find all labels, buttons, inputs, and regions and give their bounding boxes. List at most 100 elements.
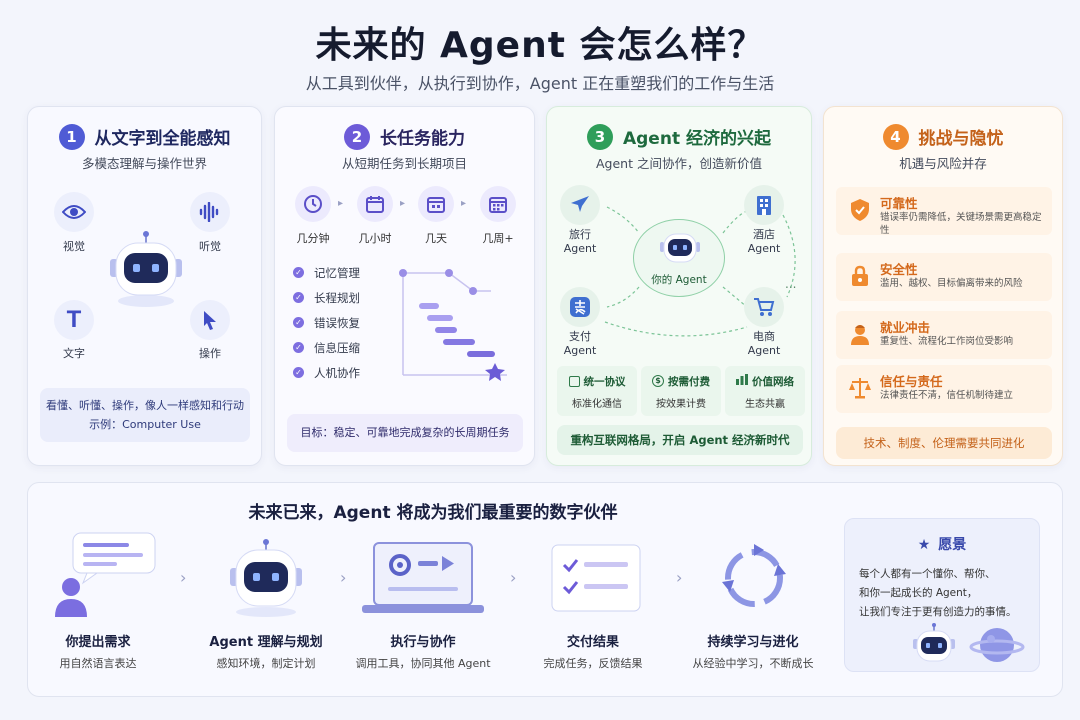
chevron-right-icon: › xyxy=(340,568,347,587)
ability-label: 人机协作 xyxy=(314,366,360,380)
checklist-delivery-icon xyxy=(551,544,641,612)
card-number-badge: 3 xyxy=(586,124,613,150)
laptop-execution-icon xyxy=(362,542,484,613)
risk-desc: 错误率仍需降低，关键场景需更高稳定性 xyxy=(880,212,1042,236)
card-summary: 技术、制度、伦理需要共同进化 xyxy=(836,427,1052,459)
card-summary: 重构互联网格局，开启 Agent 经济新时代 xyxy=(557,425,803,455)
protocol-icon xyxy=(568,375,580,387)
step-label: 几分钟 xyxy=(296,232,330,245)
chevron-right-icon: › xyxy=(510,568,517,587)
card-subtitle: 机遇与风险并存 xyxy=(899,156,987,171)
card-summary: 目标：稳定、可靠地完成复杂的长周期任务 xyxy=(287,414,523,452)
vision-line: 让我们专注于更有创造力的事情。 xyxy=(859,606,1017,618)
arrow-right-icon: ▸ xyxy=(338,198,344,209)
card-subtitle: 多模态理解与操作世界 xyxy=(81,156,207,171)
risk-desc: 重复性、流程化工作岗位受影响 xyxy=(880,336,1014,347)
cycle-learning-icon xyxy=(722,544,786,607)
sense-label: 操作 xyxy=(199,347,221,360)
payment-icon xyxy=(560,287,600,327)
robot-icon xyxy=(105,231,187,313)
node-sub: Agent xyxy=(563,242,597,255)
sense-label: 视觉 xyxy=(63,240,85,253)
risk-title: 就业冲击 xyxy=(880,320,931,335)
ability-label: 记忆管理 xyxy=(314,266,360,280)
card-heading: 4 挑战与隐忧 xyxy=(824,124,1062,152)
lock-icon xyxy=(852,265,868,286)
check-icon: ✓ xyxy=(293,267,304,278)
feature-title: 统一协议 xyxy=(557,374,637,389)
chevron-right-icon: › xyxy=(676,568,683,587)
step-label: 几周+ xyxy=(482,232,514,245)
robot-icon xyxy=(660,233,700,263)
vision-line: 和你一起成长的 Agent， xyxy=(859,587,978,599)
robot-icon xyxy=(913,623,955,662)
flow-step-desc: 从经验中学习，不断成长 xyxy=(692,657,814,670)
ability-item: ✓ 人机协作 xyxy=(293,365,360,381)
card-title: 挑战与隐忧 xyxy=(918,129,1004,149)
card-title: 从文字到全能感知 xyxy=(94,129,231,149)
ability-label: 错误恢复 xyxy=(314,316,360,330)
flow-step-desc: 完成任务，反馈结果 xyxy=(543,657,643,670)
feature-title-text: 统一协议 xyxy=(583,376,626,388)
node-sub: Agent xyxy=(563,344,597,357)
card-subtitle: 从短期任务到长期项目 xyxy=(341,156,467,171)
your-agent-node: 你的 Agent xyxy=(633,219,725,297)
risk-item: 信任与责任 法律责任不清，信任机制待建立 xyxy=(836,365,1052,413)
node-name: 酒店 xyxy=(753,228,775,241)
risk-desc: 滥用、越权、目标偏离带来的风险 xyxy=(880,278,1023,289)
risk-desc: 法律责任不清，信任机制待建立 xyxy=(880,390,1014,401)
building-icon xyxy=(744,185,784,225)
future-partner-section: 未来已来，Agent 将成为我们最重要的数字伙伴 › › › › 你提出需求 用… xyxy=(27,482,1063,697)
arrow-right-icon: ▸ xyxy=(461,198,467,209)
worker-icon xyxy=(851,325,869,345)
card-number-badge: 4 xyxy=(882,124,909,150)
flow-step-label: 交付结果 xyxy=(566,635,619,650)
calendar-icon xyxy=(418,186,454,222)
feature-desc: 标准化通信 xyxy=(572,399,622,410)
vision-title: ★愿景 xyxy=(845,534,1039,554)
feature-desc: 按效果计费 xyxy=(656,399,706,410)
flow-step-label: 持续学习与进化 xyxy=(707,635,799,650)
flow-step-desc: 用自然语言表达 xyxy=(59,657,137,670)
card-number-badge: 2 xyxy=(344,124,370,150)
sense-label: 文字 xyxy=(63,347,85,360)
feature-value-network: 价值网络 生态共赢 xyxy=(725,366,805,416)
ability-item: ✓长程规划 xyxy=(293,290,360,306)
vision-title-text: 愿景 xyxy=(938,537,967,553)
coin-icon: $ xyxy=(652,375,664,387)
risk-title: 信任与责任 xyxy=(880,374,943,389)
feature-title-text: 价值网络 xyxy=(752,376,794,388)
check-icon: ✓ xyxy=(293,367,304,378)
step-label: 几小时 xyxy=(358,232,392,245)
node-name: 电商 xyxy=(753,330,775,343)
node-sub: Agent xyxy=(747,344,781,357)
card-title: Agent 经济的兴起 xyxy=(622,129,771,149)
feature-desc: 生态共赢 xyxy=(745,399,785,410)
chevron-right-icon: › xyxy=(180,568,187,587)
page-subtitle: 从工具到伙伴，从执行到协作，Agent 正在重塑我们的工作与生活 xyxy=(305,74,775,93)
flow-step-desc: 感知环境，制定计划 xyxy=(216,657,316,670)
section-title: 未来已来，Agent 将成为我们最重要的数字伙伴 xyxy=(248,503,618,523)
check-icon: ✓ xyxy=(293,317,304,328)
risk-title: 可靠性 xyxy=(880,196,918,211)
center-agent-label: 你的 Agent xyxy=(651,274,707,286)
flow-step-label: 执行与协作 xyxy=(390,635,456,650)
scales-icon xyxy=(849,378,871,399)
bar-chart-icon xyxy=(736,374,748,388)
text-icon: T xyxy=(54,300,94,340)
flow-step-desc: 调用工具，协同其他 Agent xyxy=(355,657,491,670)
calendar-grid-icon xyxy=(480,186,516,222)
feature-protocol: 统一协议 标准化通信 xyxy=(557,366,637,416)
cursor-icon xyxy=(190,300,230,340)
clock-icon xyxy=(295,186,331,222)
risk-item: 就业冲击 重复性、流程化工作岗位受影响 xyxy=(836,311,1052,359)
node-sub: Agent xyxy=(747,242,781,255)
check-icon: ✓ xyxy=(293,342,304,353)
